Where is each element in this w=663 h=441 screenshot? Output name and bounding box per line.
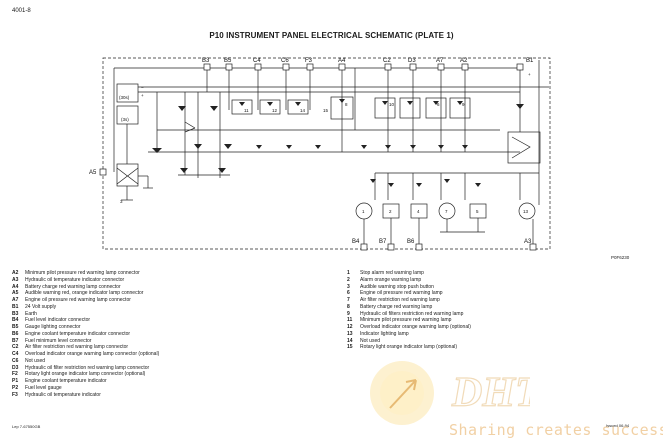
connector-b5-terminal	[225, 63, 233, 71]
watermark-logo: DHT	[370, 361, 530, 425]
mid-number-9: 9	[462, 102, 465, 107]
connector-a2-terminal	[461, 63, 469, 71]
row-number-15: 15	[323, 108, 329, 113]
connector-label-b4: B4	[352, 239, 360, 245]
svg-text:A4: A4	[338, 58, 346, 64]
connector-label-a3: A3	[524, 239, 532, 245]
page-title: P10 INSTRUMENT PANEL ELECTRICAL SCHEMATI…	[209, 31, 454, 40]
connector-label-d3: D3	[408, 58, 416, 64]
connector-a4-terminal	[338, 63, 346, 71]
supply-minus-sign: −	[141, 85, 144, 90]
lamp-number-7: 7	[445, 209, 448, 214]
connector-label-a7: A7	[436, 58, 444, 64]
relay-3s	[116, 105, 139, 125]
connector-b3-terminal	[203, 63, 211, 71]
mid-number-6: 6	[437, 102, 440, 107]
mid-number-10: 10	[389, 102, 395, 107]
row-number-12: 12	[272, 108, 278, 113]
relay-label-30s: (30s)	[119, 95, 130, 100]
connector-b7-terminal	[387, 243, 395, 251]
connector-label-c2: C2	[383, 58, 391, 64]
lamp-number-5: 5	[476, 209, 479, 214]
figure-reference: P0F6230	[611, 255, 630, 260]
gauge-driver-block	[507, 131, 541, 164]
connector-label-c6: C6	[281, 58, 289, 64]
footer-issue-date: Issued 06-94	[606, 423, 630, 428]
relay-label-3s: (3s)	[121, 117, 129, 122]
connector-label-a5: A5	[89, 170, 97, 176]
panel-boundary	[102, 57, 551, 250]
mid-number-8: 8	[345, 102, 348, 107]
relay-30s	[116, 83, 139, 103]
connector-label-b5: B5	[224, 58, 232, 64]
connector-c2-terminal	[384, 63, 392, 71]
row-number-14: 14	[300, 108, 306, 113]
lamp-number-4: 4	[417, 209, 420, 214]
connector-label-b3: B3	[202, 58, 210, 64]
lamp-number-1: 1	[362, 209, 365, 214]
connector-b4-terminal	[360, 243, 368, 251]
connector-label-f3: F3	[305, 58, 313, 64]
connector-a7-terminal	[437, 63, 445, 71]
connector-c4-terminal	[254, 63, 262, 71]
audible-warning-module	[116, 163, 139, 187]
lamp-number-2: 2	[389, 209, 392, 214]
page-code: 4001-8	[12, 8, 31, 14]
footer-document-code: Lep 7-67550GB	[12, 424, 41, 429]
connector-label-b7: B7	[379, 239, 387, 245]
connector-label-b6: B6	[407, 239, 415, 245]
b1-plus-sign: +	[528, 72, 531, 77]
supply-plus-sign: +	[141, 93, 144, 98]
connector-label-b1: B1	[526, 58, 534, 64]
connector-d3-terminal	[409, 63, 417, 71]
watermark-tagline: Sharing creates success	[449, 421, 663, 439]
connector-f3-terminal	[306, 63, 314, 71]
connector-a3-terminal	[529, 243, 537, 251]
connector-label-a2: A2	[460, 58, 468, 64]
watermark-logo-text: DHT	[451, 370, 530, 416]
connector-c6-terminal	[282, 63, 290, 71]
connector-label-c4: C4	[253, 58, 261, 64]
lamp-number-13: 13	[523, 209, 529, 214]
connector-b6-terminal	[415, 243, 423, 251]
ground-number: 3	[120, 199, 123, 204]
row-number-11: 11	[244, 108, 249, 113]
connector-a5-terminal	[99, 168, 107, 176]
connector-b1-terminal	[516, 63, 524, 71]
